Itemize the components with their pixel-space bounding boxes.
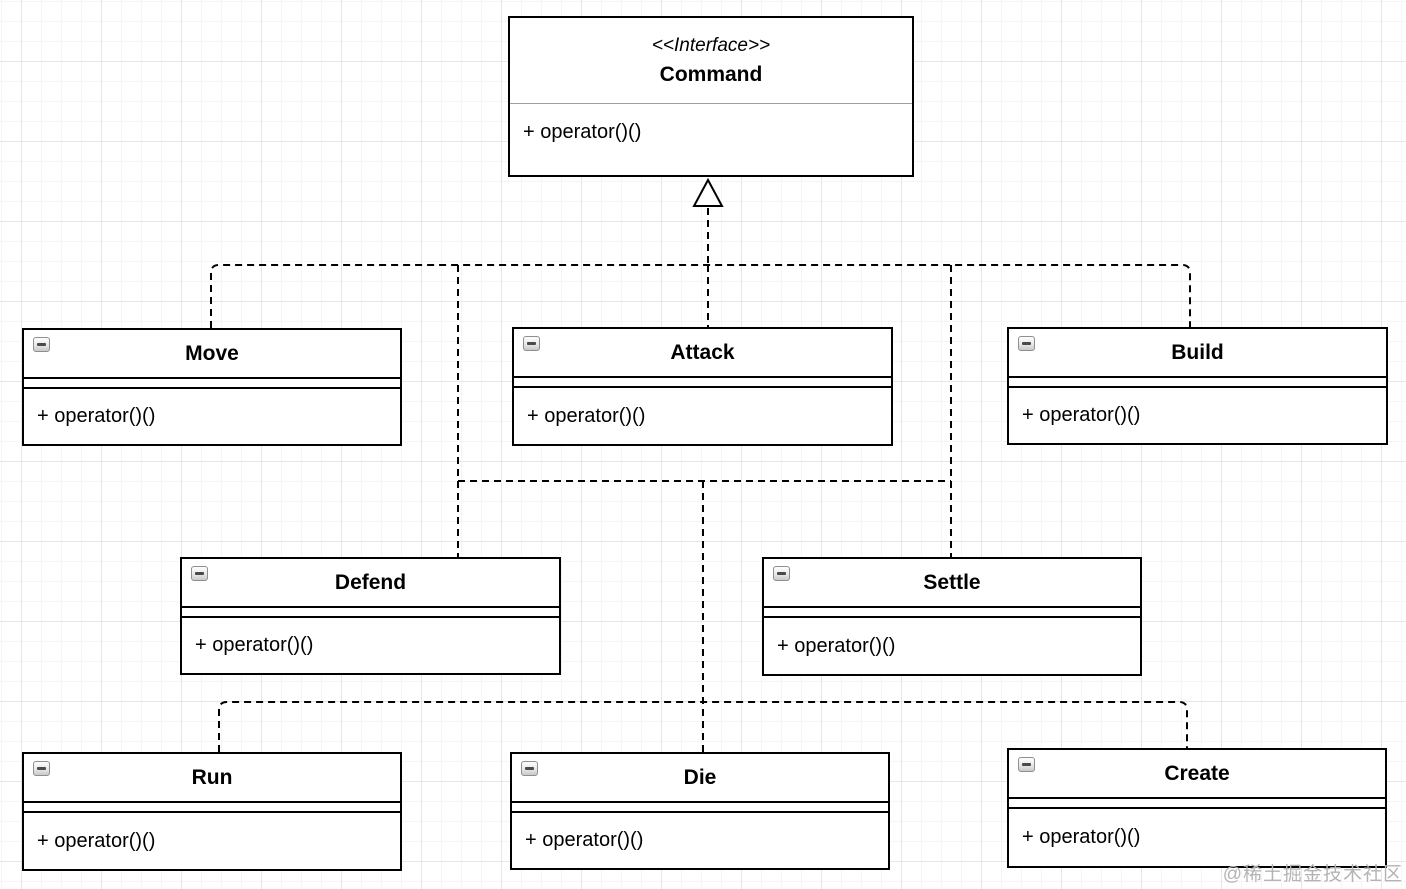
minus-glyph xyxy=(1022,342,1031,345)
title-compartment: Settle xyxy=(764,559,1140,608)
method-label: + operator()() xyxy=(37,405,156,427)
class-name: Create xyxy=(1164,761,1230,785)
method-label: + operator()() xyxy=(523,121,642,143)
class-box-die[interactable]: Die + operator()() xyxy=(510,752,890,870)
class-name: Settle xyxy=(923,570,981,594)
class-name: Build xyxy=(1171,340,1224,364)
title-compartment: Move xyxy=(24,330,400,379)
class-name: Defend xyxy=(334,570,407,594)
method-label: + operator()() xyxy=(525,829,644,851)
minus-glyph xyxy=(37,767,46,770)
method-label: + operator()() xyxy=(777,634,896,657)
class-box-command[interactable]: <<Interface>> Command + operator()() xyxy=(508,16,914,177)
title-compartment: Create xyxy=(1009,750,1385,799)
collapse-minus-icon[interactable] xyxy=(523,336,540,351)
collapse-minus-icon[interactable] xyxy=(1018,757,1035,772)
method-label: + operator()() xyxy=(37,829,156,852)
collapse-minus-icon[interactable] xyxy=(521,761,538,776)
class-box-create[interactable]: Create + operator()() xyxy=(1007,748,1387,868)
inheritance-triangle-icon xyxy=(692,177,724,207)
collapse-minus-icon[interactable] xyxy=(33,761,50,776)
method-label: + operator()() xyxy=(1022,826,1141,848)
minus-glyph xyxy=(37,343,46,346)
class-name: Attack xyxy=(670,340,735,364)
minus-glyph xyxy=(195,572,204,575)
title-compartment: Attack xyxy=(514,329,891,378)
class-box-move[interactable]: Move + operator()() xyxy=(22,328,402,446)
command-title-compartment: <<Interface>> Command xyxy=(510,18,912,104)
fields-compartment xyxy=(512,803,888,813)
minus-glyph xyxy=(777,572,786,575)
connector-row3-bus xyxy=(218,701,1188,752)
minus-glyph xyxy=(527,342,536,345)
minus-glyph xyxy=(1022,763,1031,766)
class-name: Command xyxy=(659,63,763,86)
interface-stereotype: <<Interface>> xyxy=(651,35,771,56)
class-box-defend[interactable]: Defend + operator()() xyxy=(180,557,561,675)
fields-compartment xyxy=(24,803,400,813)
collapse-minus-icon[interactable] xyxy=(773,566,790,581)
method-label: + operator()() xyxy=(1022,404,1141,426)
collapse-minus-icon[interactable] xyxy=(33,337,50,352)
title-compartment: Run xyxy=(24,754,400,803)
class-name: Die xyxy=(683,765,717,789)
fields-compartment xyxy=(764,608,1140,618)
method-label: + operator()() xyxy=(195,634,314,656)
fields-compartment xyxy=(1009,378,1386,388)
collapse-minus-icon[interactable] xyxy=(191,566,208,581)
watermark-text: @稀土掘金技术社区 xyxy=(1222,864,1403,885)
class-box-settle[interactable]: Settle + operator()() xyxy=(762,557,1142,676)
fields-compartment xyxy=(514,378,891,388)
class-box-attack[interactable]: Attack + operator()() xyxy=(512,327,893,446)
fields-compartment xyxy=(182,608,559,618)
method-label: + operator()() xyxy=(527,404,646,427)
connector-row1-bus xyxy=(210,264,1191,328)
title-compartment: Die xyxy=(512,754,888,803)
title-compartment: Defend xyxy=(182,559,559,608)
class-name: Move xyxy=(185,341,239,365)
minus-glyph xyxy=(525,767,534,770)
fields-compartment xyxy=(1009,799,1385,809)
fields-compartment xyxy=(24,379,400,389)
collapse-minus-icon[interactable] xyxy=(1018,336,1035,351)
title-compartment: Build xyxy=(1009,329,1386,378)
class-name: Run xyxy=(191,765,233,789)
class-box-run[interactable]: Run + operator()() xyxy=(22,752,402,871)
class-box-build[interactable]: Build + operator()() xyxy=(1007,327,1388,445)
